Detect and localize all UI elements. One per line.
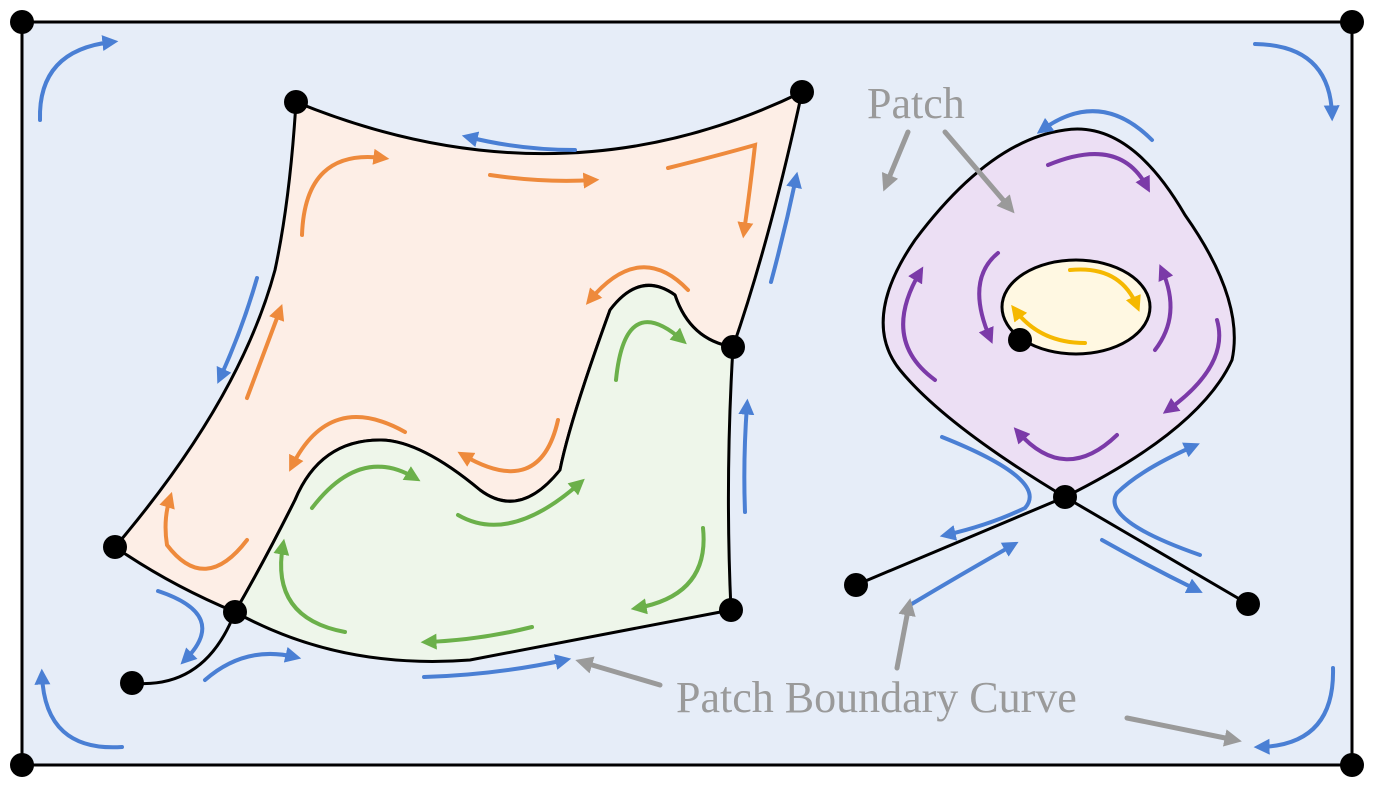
- orange-arrow: [488, 172, 600, 189]
- green-arrow: [420, 625, 534, 650]
- vertex: [719, 598, 743, 622]
- gray-arrow: [1124, 715, 1242, 747]
- blue-arrow: [37, 35, 119, 122]
- purple-arrow: [1153, 264, 1174, 352]
- cross-line-right: [1064, 495, 1249, 606]
- orange-arrow: [666, 142, 758, 239]
- green-arrows: [273, 320, 706, 650]
- orange-arrow: [300, 148, 390, 237]
- orange-arrow: [289, 415, 407, 472]
- gray-arrow: [881, 129, 911, 192]
- purple-arrow: [1162, 318, 1222, 414]
- vertex: [10, 10, 34, 34]
- label-arrows: [575, 129, 1242, 747]
- blue-arrow: [939, 435, 1032, 541]
- vertex: [790, 80, 814, 104]
- purple-arrow: [1046, 152, 1150, 193]
- green-arrow: [273, 538, 347, 634]
- blue-arrow: [203, 646, 302, 682]
- vertex: [284, 90, 308, 114]
- blue-arrow: [1100, 538, 1203, 593]
- vertices: [10, 10, 1364, 777]
- boundary-label: Patch Boundary Curve: [676, 673, 1077, 722]
- blue-arrow: [1253, 666, 1336, 755]
- green-arrow: [630, 526, 706, 615]
- blue-arrow: [769, 171, 802, 284]
- orange-arrow: [159, 491, 249, 571]
- vertex: [844, 573, 868, 597]
- vertex: [721, 335, 745, 359]
- green-patch: [232, 283, 735, 663]
- orange-arrow: [585, 265, 690, 305]
- blue-arrows: [34, 35, 1340, 755]
- gray-arrow: [894, 598, 916, 671]
- vertex: [120, 671, 144, 695]
- blue-arrow: [216, 276, 259, 384]
- blue-arrow: [156, 589, 205, 665]
- vertex: [103, 535, 127, 559]
- yellow-arrows: [1011, 267, 1141, 345]
- vertex: [1340, 10, 1364, 34]
- blue-arrow: [1253, 42, 1340, 122]
- purple-arrow: [901, 266, 937, 382]
- blue-arrow: [1036, 109, 1154, 142]
- vertex: [1053, 485, 1077, 509]
- gray-arrow: [942, 129, 1015, 214]
- vertex: [1236, 592, 1260, 616]
- vertex: [10, 753, 34, 777]
- blue-arrow: [1112, 442, 1202, 557]
- purple-arrow: [1013, 427, 1119, 462]
- blue-arrow: [908, 541, 1019, 607]
- patch-label: Patch: [867, 79, 965, 128]
- green-arrow: [310, 464, 421, 510]
- green-arrow: [614, 320, 687, 382]
- orange-arrow: [245, 304, 285, 400]
- orange-arrows: [159, 142, 758, 571]
- blue-arrow: [461, 131, 577, 152]
- blue-arrow: [34, 668, 124, 750]
- purple-arrows: [901, 152, 1222, 462]
- dangling-curve: [131, 611, 237, 686]
- cross-line-left: [855, 495, 1066, 587]
- blue-arrow: [422, 654, 572, 679]
- yellow-arrow: [1068, 267, 1141, 312]
- orange-arrow: [457, 418, 560, 474]
- vertex: [1008, 328, 1032, 352]
- vertex: [1340, 753, 1364, 777]
- yellow-arrow: [1011, 304, 1087, 345]
- blue-arrow: [738, 398, 755, 514]
- purple-arrow: [977, 251, 1000, 344]
- green-arrow: [456, 478, 585, 527]
- vertex: [223, 600, 247, 624]
- gray-arrow: [575, 656, 663, 688]
